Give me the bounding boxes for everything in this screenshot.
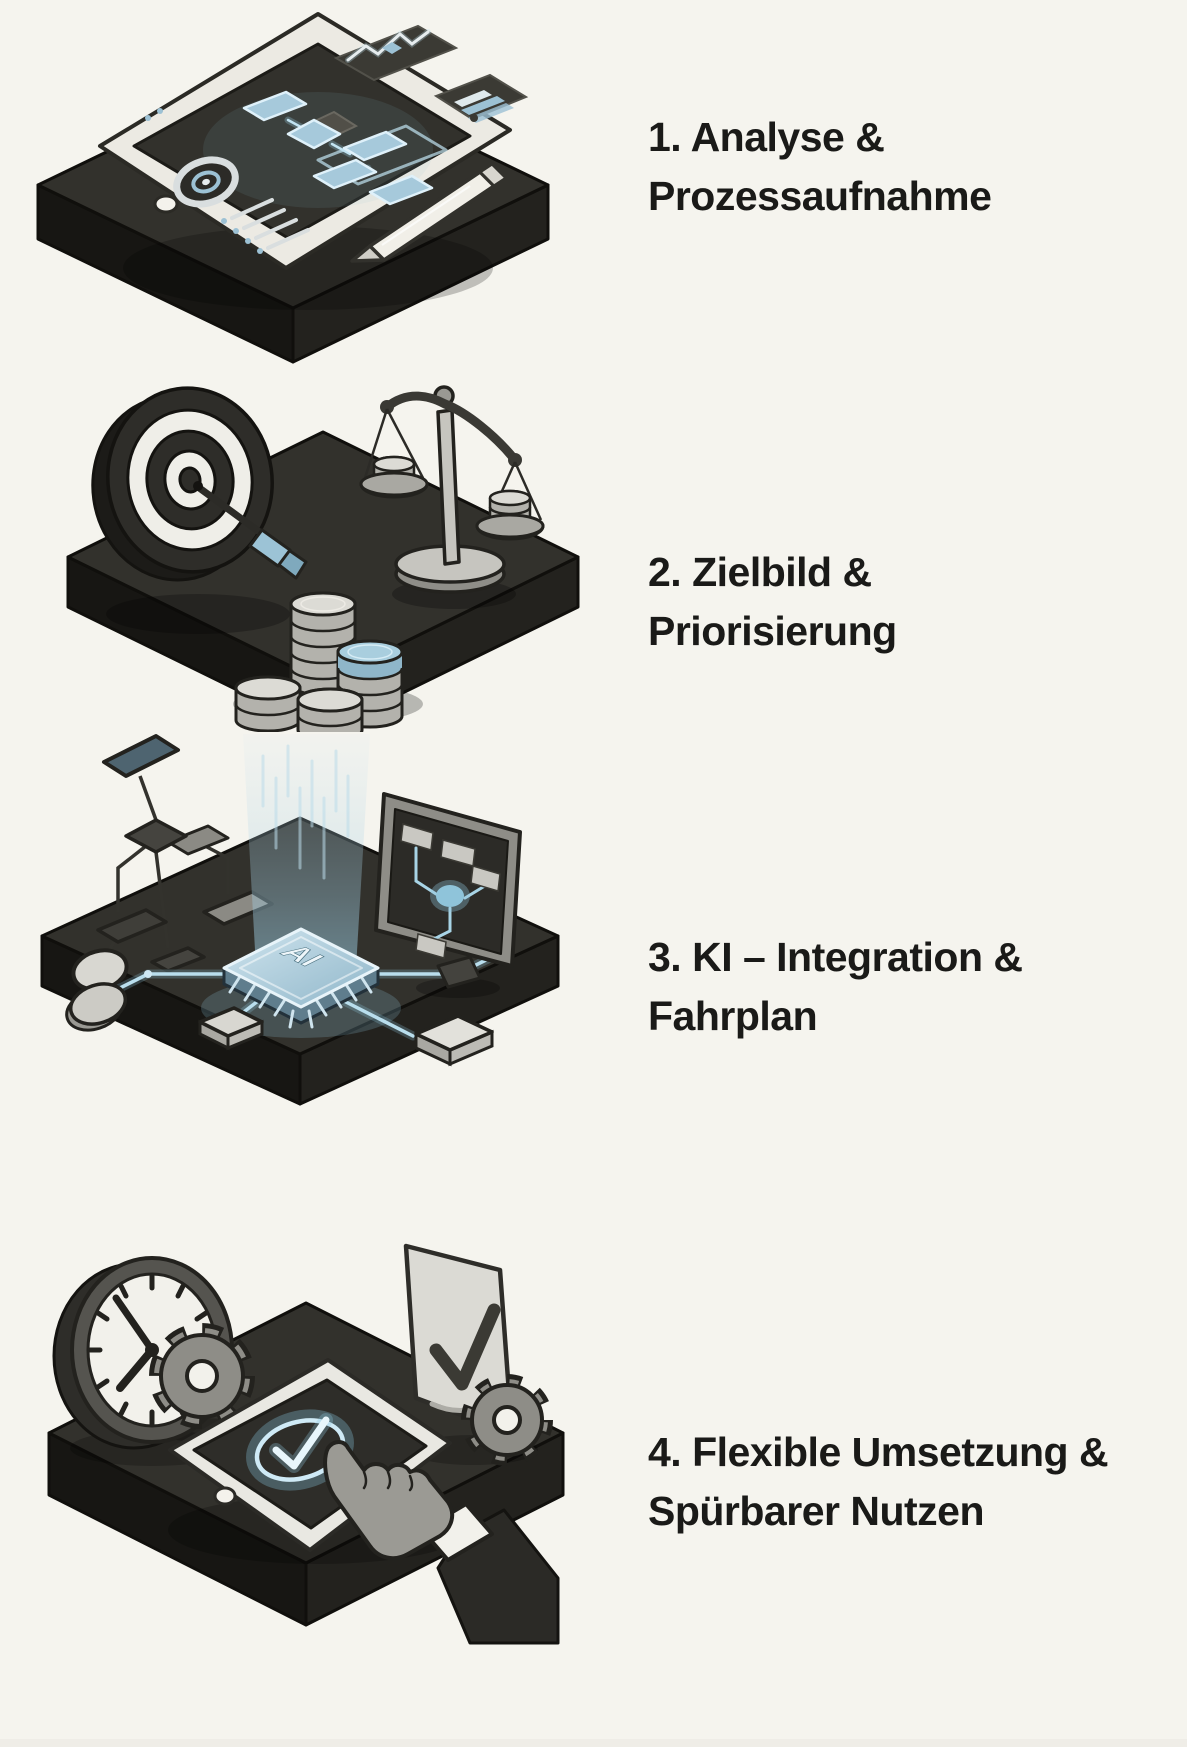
step4-illustration [47,1243,565,1645]
home-button-4 [213,1486,237,1506]
gear-left-icon [149,1323,255,1429]
arrow-icon [193,481,308,580]
ai-chip-icon: AI [222,927,380,1029]
monitor-flowchart [400,823,501,959]
tablet-icon [98,12,529,270]
step1-title-line2: Prozessaufnahme [648,173,992,219]
coin-stack-small-front [296,687,364,732]
step1-title: 1. Analyse & Prozessaufnahme [648,108,992,226]
line-chart-panel [333,24,459,82]
step4-title-line1: 4. Flexible Umsetzung & [648,1429,1109,1475]
stylus-icon [350,162,508,263]
camera-dot [470,114,478,122]
step3-title: 3. KI – Integration & Fahrplan [648,928,1023,1046]
bar-chart-panel [433,73,529,123]
coin-stacks-icon [234,591,404,732]
gear-right-icon [461,1374,553,1466]
dartboard-icon [91,386,274,582]
step4-title: 4. Flexible Umsetzung & Spürbarer Nutzen [648,1423,1109,1541]
hand-shape [323,1440,455,1561]
monitor-icon [374,792,522,998]
connected-device-right [414,1014,494,1067]
step2-title-line1: 2. Zielbild & [648,549,872,595]
balance-scale-icon [359,385,545,594]
step2-title-line2: Priorisierung [648,608,897,654]
left-pan-coins [359,455,429,499]
step3-illustration: AI [40,734,560,1106]
home-button [153,194,179,214]
right-pan-coins [475,489,545,541]
step2-title: 2. Zielbild & Priorisierung [648,543,897,661]
glowing-checkmark [246,1409,354,1491]
flowchart-on-screen [242,90,448,206]
hologram-beam [243,734,370,968]
chip-pins [228,976,373,1029]
touch-hand-icon [323,1440,560,1645]
gauge-icon [173,156,239,208]
step4-title-line2: Spürbarer Nutzen [648,1488,985,1534]
coin-stack-small-left [234,675,302,732]
flowchart-top-box [102,734,180,778]
mouse-icon [65,982,128,1032]
step1-illustration [36,12,550,364]
target-shadow [106,594,290,634]
hour-hand [116,1346,156,1392]
list-dots [221,218,263,254]
step1-title-line1: 1. Analyse & [648,114,885,160]
step3-title-line1: 3. KI – Integration & [648,934,1023,980]
tablet-check-icon [168,1358,452,1552]
connected-device-left [198,1006,264,1051]
step3-title-line2: Fahrplan [648,993,818,1039]
panel-checkmark [429,1303,501,1391]
step2-illustration [66,385,580,732]
page-bottom-edge [0,1739,1187,1747]
minute-hand [112,1294,156,1354]
status-icons [145,108,163,121]
list-lines [230,198,310,250]
